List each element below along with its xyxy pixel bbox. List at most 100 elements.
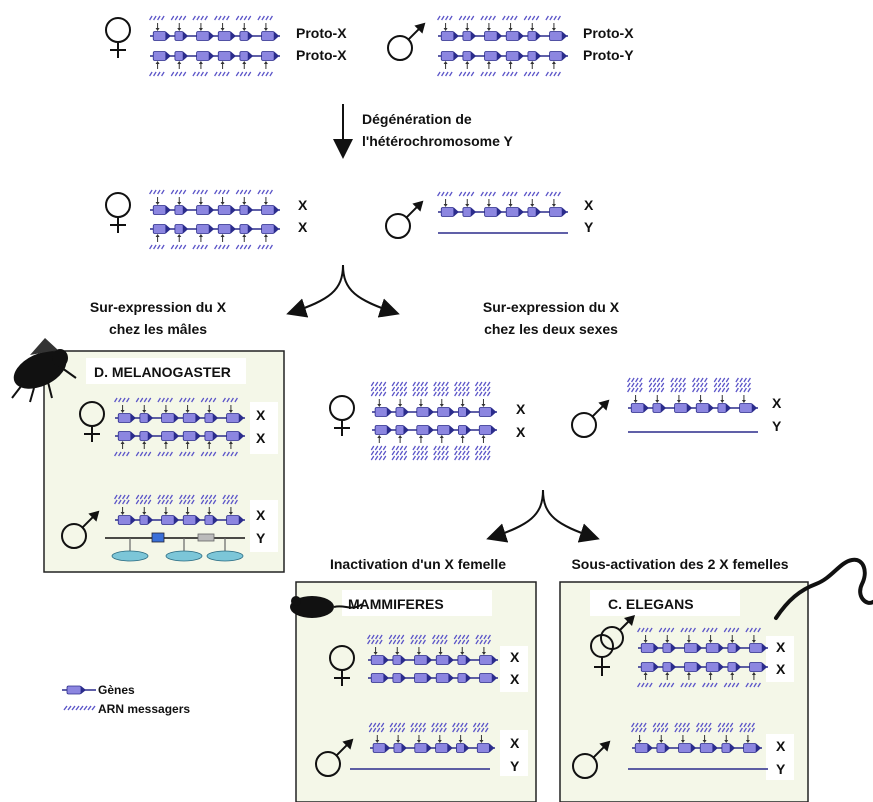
gene-icon [479, 673, 493, 683]
gene-icon [416, 425, 430, 435]
mammals-male-mrna [368, 722, 489, 743]
drosophila-female-xx-bg [250, 402, 278, 454]
gene-icon [161, 413, 175, 423]
gene-icon [549, 207, 563, 217]
elegans-male-xy-bg [766, 734, 794, 780]
gene-icon [549, 31, 563, 41]
gene-icon [695, 403, 710, 413]
middle-female-chromosome-2 [150, 224, 280, 234]
drosophila-male-chromosome-y [105, 532, 245, 562]
gene-icon [182, 431, 197, 441]
elegans-female-label-1: X [776, 639, 786, 655]
gene-icon [152, 224, 167, 234]
gene-icon [440, 207, 455, 217]
mammals-title-bg [342, 590, 492, 616]
drosophila-title: D. MELANOGASTER [94, 364, 231, 380]
legend-mrna-icon [63, 705, 96, 711]
gene-icon [196, 224, 210, 234]
gene-icon [217, 51, 232, 61]
gene-icon [217, 224, 232, 234]
elegans-female-chromosome-2 [638, 662, 768, 672]
gene-icon [161, 515, 175, 525]
gene-icon [117, 515, 132, 525]
gene-icon [527, 31, 537, 41]
gene-icon [699, 743, 714, 753]
drosophila-male-symbol [61, 510, 100, 549]
gene-icon [479, 655, 493, 665]
gene-icon [634, 743, 649, 753]
both-female-label-1: X [516, 401, 526, 417]
gene-icon [505, 31, 520, 41]
elegans-female-chromosome-1 [638, 643, 768, 653]
split-arrow-2b [542, 489, 600, 543]
gene-icon [217, 31, 232, 41]
drosophila-female-symbol [79, 401, 105, 442]
gene-icon [640, 662, 655, 672]
gene-icon [484, 31, 498, 41]
gene-icon [478, 425, 492, 435]
gene-icon [372, 743, 386, 753]
drosophila-female-mrna-up [114, 397, 238, 413]
drosophila-female-label-1: X [256, 407, 266, 423]
gene-icon [437, 407, 451, 417]
top-female-mrna-up [149, 15, 273, 31]
gene-icon [117, 431, 132, 441]
top-female-symbol [105, 17, 131, 58]
elegans-male-label-2: Y [776, 761, 786, 777]
gene-icon [527, 51, 537, 61]
gene-icon [457, 655, 467, 665]
both-male-label-2: Y [772, 418, 782, 434]
gene-icon [458, 425, 467, 435]
gene-icon [656, 743, 666, 753]
gene-icon [261, 224, 275, 234]
top-female-label-1: Proto-X [296, 25, 347, 41]
gene-icon [505, 51, 520, 61]
dosage-complex-icon [165, 550, 203, 562]
legend: Gènes ARN messagers [62, 683, 190, 716]
gene-icon [414, 673, 428, 683]
elegans-female-xx-bg [766, 636, 794, 682]
gene-icon [435, 655, 450, 665]
gene-icon [721, 743, 731, 753]
gene-icon [674, 403, 688, 413]
gene-icon [174, 51, 184, 61]
mammals-female-symbol [329, 645, 355, 686]
top-female-chromosome-2 [150, 51, 280, 61]
gene-icon [374, 407, 388, 417]
mammals-male-label-2: Y [510, 758, 520, 774]
gene-icon [239, 205, 249, 215]
gene-icon [462, 51, 472, 61]
middle-male-chromosome-x [438, 207, 568, 217]
gene-icon [239, 224, 249, 234]
gene-icon [462, 207, 472, 217]
gene-icon [393, 743, 403, 753]
both-male-symbol [571, 399, 610, 438]
branch-right-2: chez les deux sexes [484, 321, 618, 337]
elegans-male-chromosome-x [632, 743, 762, 753]
legend-gene-icon [66, 685, 82, 695]
both-female-chromosome-2 [372, 425, 497, 435]
gene-icon [739, 403, 753, 413]
top-male-mrna-up [437, 15, 561, 31]
drosophila-female-mrna-down [114, 441, 238, 457]
mammals-female-chromosome-active [368, 655, 498, 665]
drosophila-fly-icon [11, 338, 77, 403]
gene-icon [505, 207, 520, 217]
gene-icon [630, 403, 645, 413]
mammals-female-mrna [367, 634, 491, 655]
mammals-male-chromosome-x [370, 743, 495, 753]
both-female-label-2: X [516, 424, 526, 440]
drosophila-female-chromosome-1 [115, 413, 245, 423]
gene-icon [662, 662, 672, 672]
gene-icon [204, 431, 214, 441]
elegans-male-symbol [572, 740, 611, 779]
gene-icon [392, 655, 402, 665]
gene-icon [374, 425, 388, 435]
split-arrow-2 [486, 489, 544, 543]
middle-female-symbol [105, 192, 131, 233]
both-female-mrna-up [370, 381, 491, 407]
gene-icon [416, 407, 430, 417]
hermaphrodite-symbol [590, 615, 635, 676]
gene-icon [226, 413, 240, 423]
gene-icon [152, 31, 167, 41]
